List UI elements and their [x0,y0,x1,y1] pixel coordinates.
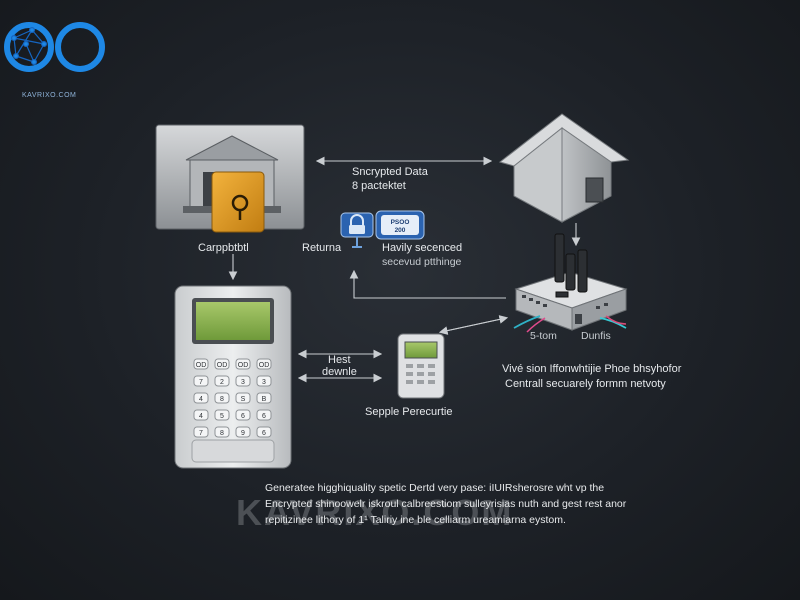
keypad-key-label: S [241,396,246,403]
sensor-label: Sepple Perecurtie [365,406,453,418]
key-badge-sublabel: secevud ptthinge [382,256,462,268]
keypad-key [235,375,251,387]
vault-node [155,124,305,233]
keypad-key [235,409,251,421]
keypad-key [214,375,230,387]
keypad-key [256,392,272,404]
keypad-node: ODODODOD723348SB45667896O0SE [174,285,292,469]
mid-link-label-2: dewnle [322,366,357,378]
keypad-key [193,375,209,387]
keypad-key-label: OD [238,362,249,369]
brand-caption: KAVRIXO.COM [22,92,77,99]
description-line-3: repitizinee lithory of 1¹ Taliriy ine bl… [265,514,566,526]
keypad-key-label: 6 [241,413,245,420]
link-router-badge [349,269,506,299]
keypad-key-label: OD [259,362,270,369]
keypad-key-label: 4 [199,396,203,403]
right-caption-line-1: Vivé sion Iffonwhtijie Phoe bhsyhofor [502,363,682,375]
keypad-key-label: 4 [199,413,203,420]
keypad-key-label: 5 [220,413,224,420]
key-badge-text-top: PSOO [391,219,410,226]
padlock-icon [211,171,265,233]
keypad-key [214,358,230,370]
lock-badge [340,212,374,248]
top-link-label-2: 8 pactektet [352,180,406,192]
keypad-key [256,358,272,370]
keypad-key [235,392,251,404]
router-label-left: 5-tom [530,330,557,342]
keypad-key [193,358,209,370]
keypad-key-label: OD [196,362,207,369]
description: Generatee higghiquality spetic Dertd ver… [265,480,735,528]
description-line-1: Generatee higghiquality spetic Dertd ver… [265,482,605,494]
keypad-key-label: 8 [220,430,224,437]
keypad-key [193,392,209,404]
lock-badge-label: Returna [302,242,342,254]
keypad-key-label: 6 [262,413,266,420]
keypad-key-label: B [262,396,267,403]
keypad-key-label: 9 [241,430,245,437]
keypad-key [256,375,272,387]
description-line-2: Encrypted shinoowelr iskroul calbreestio… [265,498,627,510]
house-node [498,113,630,223]
connection-lines [228,156,581,383]
keypad-key [214,409,230,421]
keypad-key-label: 8 [220,396,224,403]
key-badge: PSOO 200 [375,210,425,240]
key-badge-text-bottom: 200 [395,227,406,234]
router-node [513,233,628,333]
keypad-key [193,426,209,438]
keypad-key [235,426,251,438]
keypad-key-label: 2 [220,379,224,386]
watermark: KAVRIXO.COM [236,492,514,533]
mid-link-label-1: Hest [328,354,351,366]
keypad-key-label: 7 [199,430,203,437]
keypad-key-label: 7 [199,379,203,386]
keypad-key-label: OD [217,362,228,369]
keypad-key [256,426,272,438]
vault-label: Carppbtbtl [198,242,249,254]
keypad-key [214,426,230,438]
sensor-node [397,333,445,399]
keypad-key [256,409,272,421]
top-link-label-1: Sncrypted Data [352,166,428,178]
keypad-key-label: 3 [241,379,245,386]
keypad-key-label: 6 [262,430,266,437]
keypad-key [214,392,230,404]
keypad-key-label: 3 [262,379,266,386]
key-badge-label: Havily secenced [382,242,463,254]
brand-logo [2,18,106,78]
router-label-right: Dunfis [581,330,611,342]
right-caption-line-2: Centrall secuarely formm netvoty [505,378,666,390]
keypad-key [193,409,209,421]
keypad-key [235,358,251,370]
